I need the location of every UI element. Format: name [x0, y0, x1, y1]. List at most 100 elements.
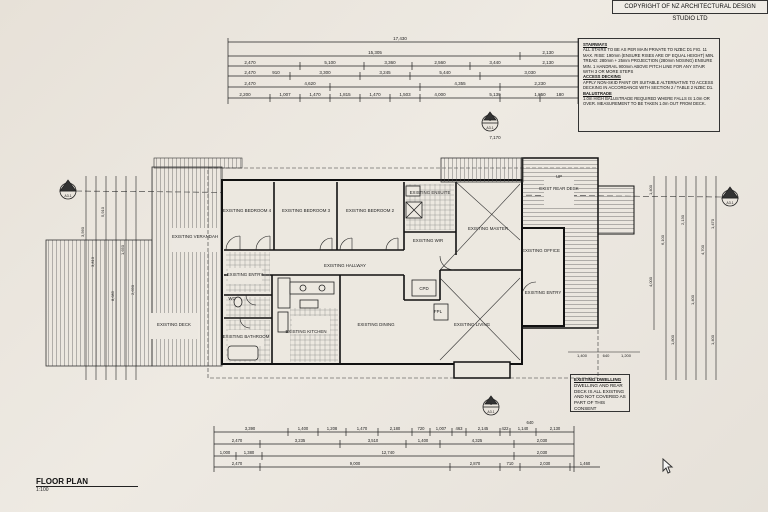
bdim-r4-2: 9,000: [350, 461, 361, 466]
dim-overall: 17,430: [393, 36, 407, 41]
stair: [597, 185, 635, 235]
entry-label-bg: [228, 268, 262, 284]
notes-stairs-heading: STAIRWAYS: [583, 42, 608, 47]
label-wir: EXISTING WIR: [413, 238, 443, 243]
verandah-top-edge: [153, 157, 243, 169]
north-deck: [440, 157, 524, 183]
label-kitchen: EXISTING KITCHEN: [286, 329, 327, 334]
label-living: EXISTING LIVING: [454, 322, 491, 327]
dim-r4-10: 3,030: [524, 70, 536, 75]
label-stair-up: UP: [556, 174, 562, 179]
label-cpd: CPD: [419, 286, 428, 291]
dim-row2: 15,305: [368, 50, 382, 55]
section-top-num: 1: [489, 117, 492, 122]
bdim-r1-8: 2,145: [478, 426, 489, 431]
right-dim-a: 1,400: [648, 184, 653, 195]
dim-r4-4: 3,300: [319, 70, 331, 75]
bdim-r2-0: 2,470: [232, 438, 243, 443]
dim-r4-2: 910: [272, 70, 280, 75]
dim-r5-0: 2,470: [244, 81, 256, 86]
bdim-r4-0: 2,470: [232, 461, 243, 466]
right-dim-h: 1,400: [710, 334, 715, 345]
deck-label-bg: [150, 313, 198, 339]
section-left-sheet: A3.1: [64, 194, 71, 198]
bdim-r4-8: 2,030: [540, 461, 551, 466]
office-wing: [521, 227, 565, 327]
label-bedroom-3: EXISTING BEDROOM 3: [282, 208, 331, 213]
dim-r6-3: 1,815: [339, 92, 351, 97]
right-dim-d: 1,800: [670, 334, 675, 345]
mid-dim-d: 1,200: [621, 353, 632, 358]
section-marker-bottom: [482, 395, 500, 416]
bdim-r1-10: 1,140: [518, 426, 529, 431]
section-marker-top: [481, 111, 499, 132]
dim-r6-2: 1,470: [309, 92, 321, 97]
left-dim-e: 1,650: [120, 244, 125, 255]
left-dim-d: 8,685: [110, 290, 115, 301]
copyright-box: COPYRIGHT OF NZ ARCHITECTURAL DESIGN STU…: [612, 0, 768, 22]
right-dim-g: 4,700: [700, 244, 705, 255]
section-top-sheet: A3.1: [486, 126, 493, 130]
label-rear-deck: EXIST REAR DECK: [539, 186, 579, 191]
dim-r4-6: 3,245: [379, 70, 391, 75]
title-underline: [36, 486, 138, 487]
dim-r6-7: 5,139: [489, 92, 501, 97]
bottom-dimensions: [213, 426, 600, 472]
bdim-r1-11: 2,130: [550, 426, 561, 431]
dim-r6-0: 2,200: [239, 92, 251, 97]
dim-r5-6: 2,230: [534, 81, 546, 86]
dim-mid-a: 7,170: [489, 135, 501, 140]
bdim-r1-4: 2,180: [390, 426, 401, 431]
existing-note-title: EXISTING DWELLING: [574, 377, 622, 382]
verandah-label-bg: [172, 228, 218, 252]
label-bedroom-2: EXISTING BEDROOM 2: [346, 208, 395, 213]
existing-note-text: DWELLING AND REAR DECK IS ALL EXISTING A…: [574, 382, 626, 411]
bdim-r2-4: 3,510: [368, 438, 379, 443]
dim-r4-0: 2,470: [244, 70, 256, 75]
label-bathroom: EXISTING BATHROOM: [223, 334, 270, 339]
label-verandah: EXISTING VERANDAH: [172, 234, 218, 239]
bdim-r2-8: 4,325: [472, 438, 483, 443]
bdim-r3-2: 1,380: [244, 450, 255, 455]
dim-r3-4: 3,360: [384, 60, 396, 65]
bay-window: [453, 361, 511, 379]
rear-deck-label-bg: [544, 178, 574, 208]
right-dim-i: 1,470: [710, 218, 715, 229]
label-ensuite: EXISTING ENSUITE: [410, 190, 451, 195]
bdim-r1-5: 720: [418, 426, 426, 431]
plan-title: FLOOR PLAN: [36, 477, 88, 486]
bdim-r4-4: 2,870: [470, 461, 481, 466]
section-marker-left: [59, 179, 77, 200]
bdim-r1-3: 1,470: [357, 426, 368, 431]
label-bedroom-4: EXISTING BEDROOM 4: [223, 208, 272, 213]
bdim-r2-10: 2,030: [537, 438, 548, 443]
dim-r6-4: 1,470: [369, 92, 381, 97]
bdim-r2-6: 1,400: [418, 438, 429, 443]
label-deck: EXISTING DECK: [157, 322, 191, 327]
kitchen-label-bg: [292, 316, 330, 334]
bdim-extra: 640: [527, 420, 535, 425]
label-fpl: FPL: [434, 309, 443, 314]
dim-r6-1: 1,007: [279, 92, 291, 97]
label-hallway: EXISTING HALLWAY: [324, 263, 366, 268]
mouse-cursor-icon: [662, 458, 674, 474]
dim-r6-9: 180: [556, 92, 564, 97]
right-dim-e: 2,130: [680, 214, 685, 225]
notes-balustrade-heading: BALUSTRADE: [583, 90, 612, 96]
bdim-r3-0: 1,000: [220, 450, 231, 455]
section-bottom-num: 1: [490, 401, 493, 406]
bathroom-label-bg: [228, 330, 264, 346]
existing-dwelling-note: EXISTING DWELLING DWELLING AND REAR DECK…: [570, 374, 630, 412]
bdim-r3-6: 2,030: [537, 450, 548, 455]
bdim-r1-6: 1,007: [436, 426, 447, 431]
bdim-r1-2: 1,208: [327, 426, 338, 431]
dim-row2-end: 2,130: [542, 50, 554, 55]
label-entry-left: EXISTING ENTRY: [227, 272, 264, 277]
fixtures: [227, 185, 449, 361]
dim-r3-8: 3,440: [489, 60, 501, 65]
label-master: EXISTING MASTER: [468, 226, 508, 231]
bdim-r1-7: 463: [456, 426, 464, 431]
dim-r3-6: 2,560: [434, 60, 446, 65]
right-dimensions: [653, 176, 717, 380]
